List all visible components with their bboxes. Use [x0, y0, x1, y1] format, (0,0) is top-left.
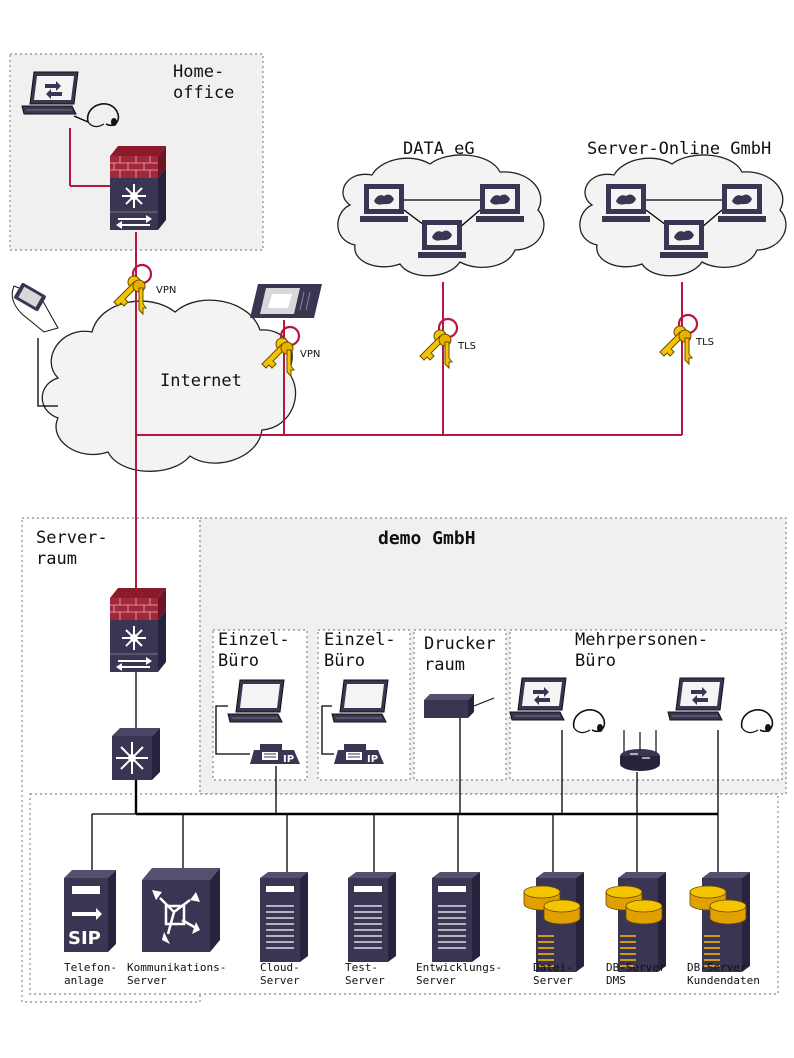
data-eg-pc-2-icon [476, 184, 524, 222]
data-eg-tls-label: TLS [457, 341, 476, 352]
data-eg-pc-3-icon [418, 220, 466, 258]
printer-icon [424, 694, 495, 718]
server-label-pbx-1: Telefon- [64, 961, 117, 974]
einzelbuero2-label-2: Büro [324, 651, 365, 671]
company-firewall-icon [109, 587, 167, 673]
serverraum-label-1: Server- [36, 528, 108, 548]
cloud-server-icon [259, 871, 309, 963]
server-label-customer-1: DB-Server [687, 961, 747, 974]
einzelbuero1-label-2: Büro [218, 651, 259, 671]
einzelbuero2-label-1: Einzel- [324, 630, 396, 650]
server-label-dms-1: DB-Server [606, 961, 666, 974]
server-label-cloud-1: Cloud- [260, 961, 300, 974]
homeoffice-vpn-label: VPN [156, 285, 176, 296]
wifi-router-icon [620, 730, 660, 771]
serverraum-label-2: raum [36, 549, 77, 569]
server-online-label: Server-Online GmbH [587, 139, 771, 159]
tablet-vpn-label: VPN [300, 349, 320, 360]
mehrpersonen-label-1: Mehrpersonen- [575, 630, 708, 650]
server-label-test-2: Server [345, 974, 385, 987]
server-label-file-2: Server [533, 974, 573, 987]
mehrpersonen-label-2: Büro [575, 651, 616, 671]
server-label-comm-2: Server [127, 974, 167, 987]
server-label-pbx-2: anlage [64, 974, 104, 987]
server-label-comm-1: Kommunikations- [127, 961, 226, 974]
server-label-test-1: Test- [345, 961, 378, 974]
internet-label: Internet [160, 371, 242, 391]
homeoffice-label-1: Home- [173, 62, 224, 82]
company-title: demo GmbH [378, 528, 476, 549]
tablet-icon [250, 284, 322, 318]
server-online-pc-1-icon [602, 184, 650, 222]
data-eg-label: DATA eG [403, 139, 475, 159]
pda-link [37, 338, 58, 407]
einzelbuero1-label-1: Einzel- [218, 630, 290, 650]
server-label-dms-2: DMS [606, 974, 626, 987]
sip-pbx-icon: SIP [64, 870, 116, 952]
core-switch-icon [111, 727, 161, 781]
server-label-cloud-2: Server [260, 974, 300, 987]
data-eg-pc-1-icon [360, 184, 408, 222]
druckerraum-label-1: Drucker [424, 634, 496, 654]
svg-text:SIP: SIP [68, 928, 101, 949]
pda-icon [11, 282, 59, 333]
test-server-icon [347, 871, 397, 963]
data-eg-tls-key-icon [418, 317, 459, 370]
server-label-file-1: Datei- [533, 961, 573, 974]
server-online-tls-label: TLS [695, 337, 714, 348]
server-label-customer-2: Kundendaten [687, 974, 760, 987]
development-server-icon [431, 871, 481, 963]
homeoffice-label-2: office [173, 83, 234, 103]
homeoffice-firewall-icon [109, 145, 167, 231]
server-online-tls-key-icon [658, 313, 699, 366]
server-online-pc-2-icon [718, 184, 766, 222]
server-label-dev-2: Server [416, 974, 456, 987]
server-label-dev-1: Entwicklungs- [416, 961, 502, 974]
druckerraum-label-2: raum [424, 655, 465, 675]
server-online-pc-3-icon [660, 220, 708, 258]
communication-server-icon [142, 868, 220, 952]
